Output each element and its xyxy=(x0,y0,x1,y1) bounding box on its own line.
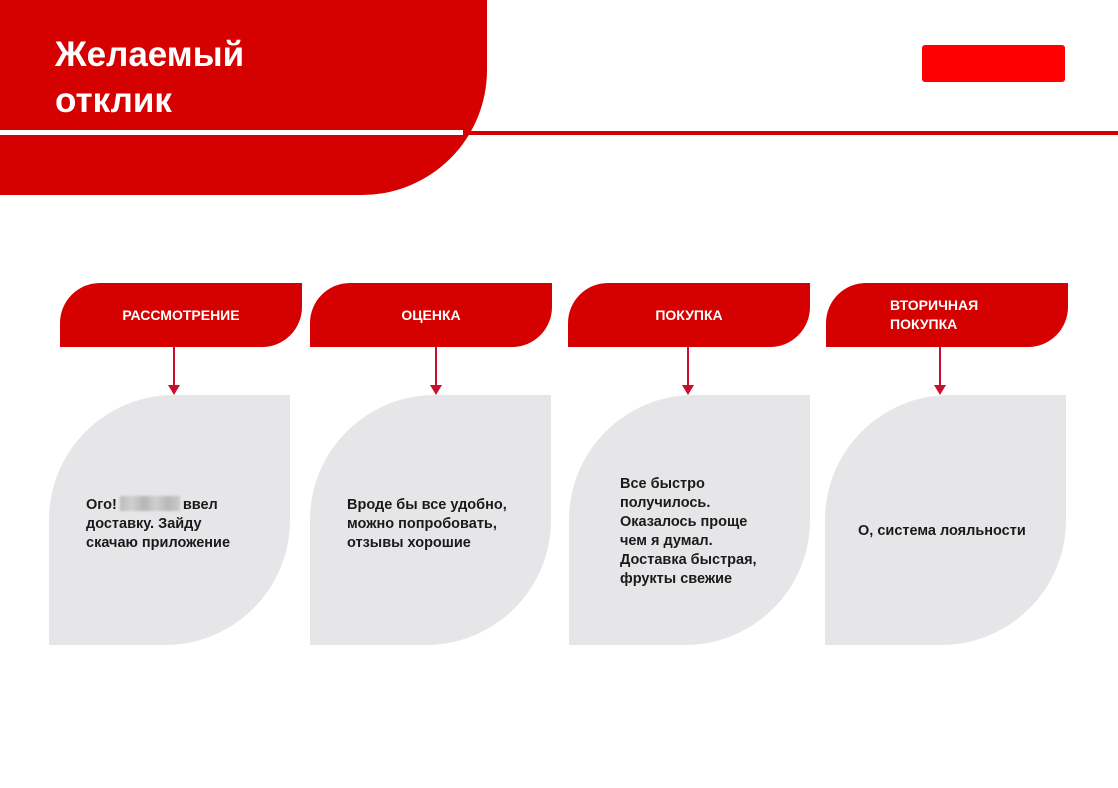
stage-label: ОЦЕНКА xyxy=(401,306,461,323)
stage-label: ВТОРИЧНАЯ ПОКУПКА xyxy=(890,297,979,332)
arrow-down-icon xyxy=(168,347,180,397)
header-divider xyxy=(0,130,463,135)
response-text: О, система лояльности xyxy=(858,523,1026,539)
stage-tab-purchase: ПОКУПКА xyxy=(568,283,810,347)
arrow-down-icon xyxy=(430,347,442,397)
page-title-line-2: отклик xyxy=(55,81,172,120)
brand-accent-bar xyxy=(922,45,1065,82)
stage-label: ПОКУПКА xyxy=(655,306,723,323)
redacted-brand-name xyxy=(119,496,180,511)
response-text: Ого!ввел доставку. Зайду скачаю приложен… xyxy=(86,496,231,551)
arrow-down-icon xyxy=(934,347,946,397)
response-text: Все быстро получилось. Оказалось проще ч… xyxy=(620,476,757,587)
page-title-line-1: Желаемый xyxy=(55,35,245,74)
response-card-repeat-purchase: О, система лояльности xyxy=(825,395,1066,645)
header-banner xyxy=(0,0,487,195)
header-rule xyxy=(463,131,1118,135)
stage-tab-consideration: РАССМОТРЕНИЕ xyxy=(60,283,302,347)
stage-tab-evaluation: ОЦЕНКА xyxy=(310,283,552,347)
stage-label: РАССМОТРЕНИЕ xyxy=(122,306,240,323)
response-card-consideration: Ого!ввел доставку. Зайду скачаю приложен… xyxy=(49,395,290,645)
response-card-evaluation: Вроде бы все удобно, можно попробовать, … xyxy=(310,395,551,645)
arrow-down-icon xyxy=(682,347,694,397)
response-text: Вроде бы все удобно, можно попробовать, … xyxy=(347,497,507,551)
response-card-purchase: Все быстро получилось. Оказалось проще ч… xyxy=(569,395,810,645)
page-title: Желаемый отклик xyxy=(55,32,455,124)
stage-tab-repeat-purchase: ВТОРИЧНАЯ ПОКУПКА xyxy=(826,283,1068,347)
